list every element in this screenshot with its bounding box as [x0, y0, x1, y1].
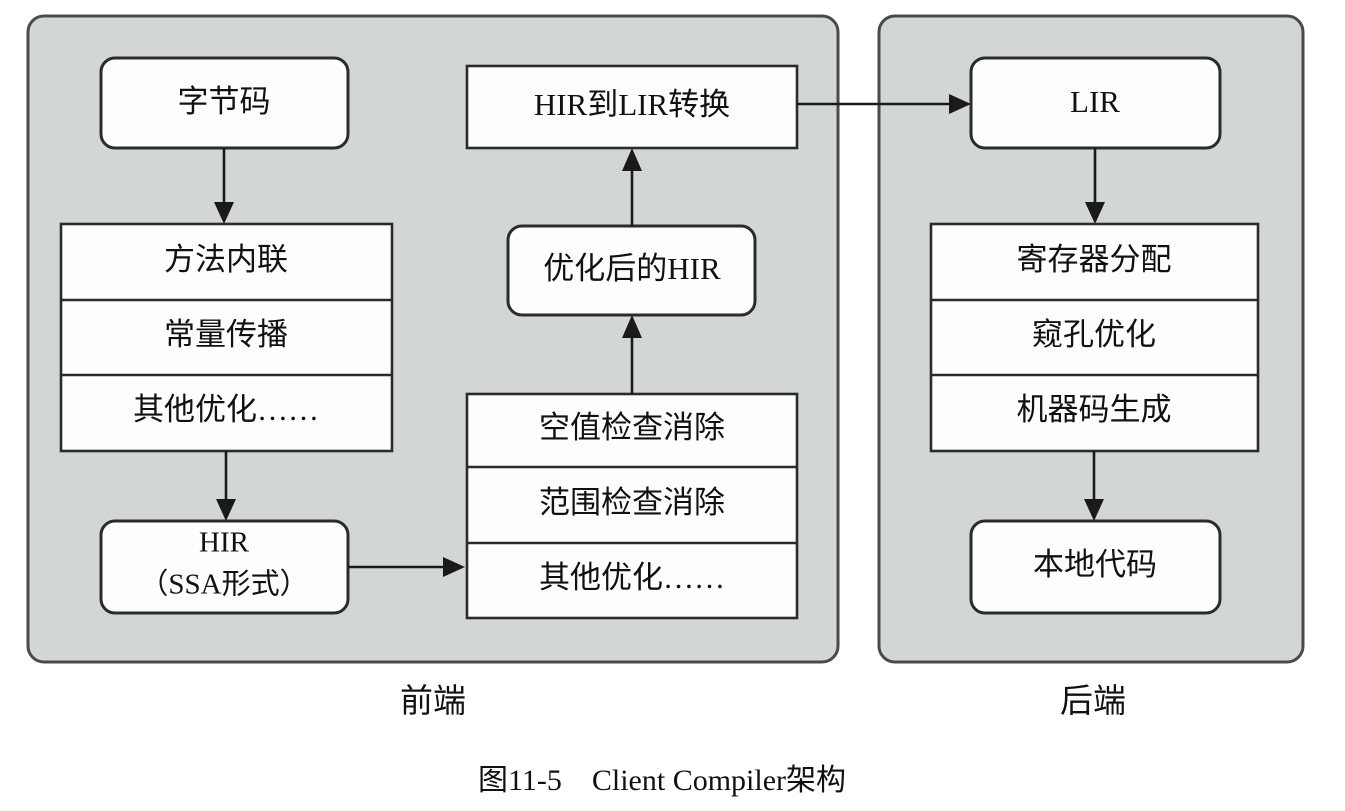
node-optimized-hir-label: 优化后的HIR [543, 251, 721, 286]
stack-hir-opts [465, 392, 799, 620]
node-hir-to-lir-label: HIR到LIR转换 [534, 87, 730, 122]
stack-hir-item-0[interactable]: 空值检查消除 [539, 410, 725, 445]
arrowhead-hir-to-lir-to-lir [949, 94, 971, 114]
node-native-code-label: 本地代码 [1033, 547, 1157, 582]
stack-hir-item-1[interactable]: 范围检查消除 [539, 485, 725, 520]
stack-frontend-opts [59, 222, 394, 453]
node-bytecode-label: 字节码 [178, 84, 271, 119]
stack-frontend-item-2[interactable]: 其他优化…… [133, 392, 319, 427]
panel-label-frontend: 前端 [400, 683, 466, 720]
stack-backend-item-1[interactable]: 窥孔优化 [1032, 317, 1156, 352]
panel-label-backend: 后端 [1060, 684, 1126, 720]
node-hir-ssa-label-line1: HIR [199, 527, 250, 559]
stack-frontend-item-0[interactable]: 方法内联 [164, 242, 288, 277]
stack-frontend-item-1[interactable]: 常量传播 [164, 317, 288, 352]
node-lir-label: LIR [1070, 84, 1120, 119]
node-hir-ssa-label-line2: （SSA形式） [139, 568, 308, 601]
node-hir-to-lir-box[interactable] [465, 64, 799, 150]
arrowhead-backend-steps-to-native-code [1084, 499, 1104, 521]
stack-backend-steps [929, 222, 1260, 453]
arrowhead-lir-to-backend-steps [1085, 202, 1105, 224]
stack-backend-item-2[interactable]: 机器码生成 [1017, 392, 1172, 427]
arrowhead-frontend-opts-to-hir [216, 499, 236, 521]
stack-hir-item-2[interactable]: 其他优化…… [539, 560, 725, 595]
figure-caption: 图11-5 Client Compiler架构 [478, 764, 846, 797]
node-native-code-box[interactable] [969, 519, 1222, 615]
arrowhead-optimized-hir-to-hir-to-lir [622, 148, 642, 171]
arrowhead-hir-to-hir-opts [443, 557, 465, 577]
stack-backend-item-0[interactable]: 寄存器分配 [1017, 242, 1172, 277]
arrowhead-hir-opts-to-optimized-hir [622, 315, 642, 338]
arrowhead-bytecode-to-frontend-opts [214, 202, 234, 224]
